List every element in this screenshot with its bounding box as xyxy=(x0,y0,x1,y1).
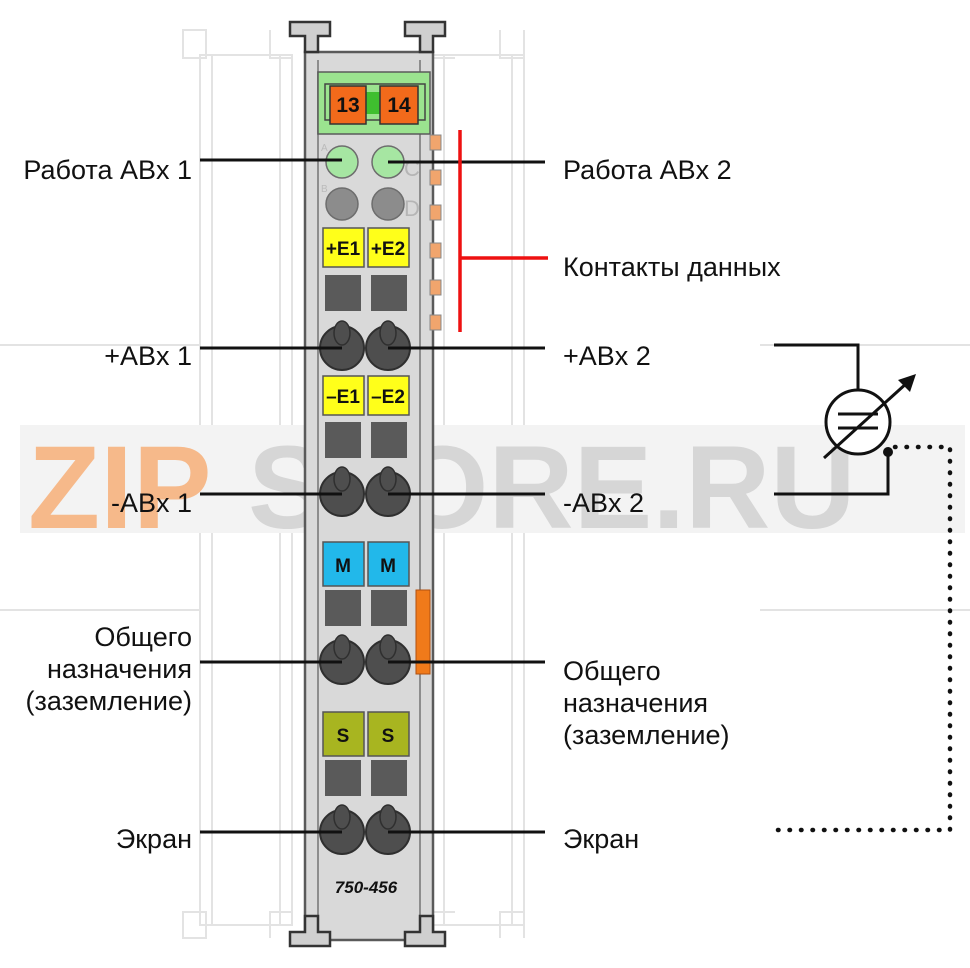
label-common-right-3: (заземление) xyxy=(563,720,730,750)
label-pos-ch2: +ABx 2 xyxy=(563,341,651,371)
release-slot-3b xyxy=(371,590,407,626)
terminal-14-label: 14 xyxy=(387,94,411,117)
led-letter-c: C xyxy=(404,156,420,181)
terminal-minus-e2: –E2 xyxy=(367,375,410,416)
terminal-plus-e1-label: +E1 xyxy=(326,239,361,260)
terminal-plus-e1: +E1 xyxy=(322,227,365,268)
label-status-ch1: Работа ABx 1 xyxy=(23,155,192,185)
watermark-zip: ZIP xyxy=(28,422,212,554)
sensor-arrow-icon xyxy=(898,374,916,392)
led-d xyxy=(371,187,405,221)
release-slot-4b xyxy=(371,760,407,796)
label-pos-ch1: +ABx 1 xyxy=(104,341,192,371)
top-terminal-13: 13 xyxy=(329,85,367,125)
terminal-m-1: M xyxy=(322,541,365,587)
terminal-m-2-label: M xyxy=(380,556,396,577)
data-contacts-bracket xyxy=(458,130,548,332)
terminal-minus-e1: –E1 xyxy=(322,375,365,416)
terminal-plus-e2: +E2 xyxy=(367,227,410,268)
label-common-right-1: Общего xyxy=(563,656,661,686)
led-letter-b: B xyxy=(321,184,328,195)
release-slot-3a xyxy=(325,590,361,626)
led-a xyxy=(325,145,359,179)
label-status-ch2: Работа ABx 2 xyxy=(563,155,732,185)
clamp-common-2 xyxy=(365,634,411,685)
label-common-left-3: (заземление) xyxy=(25,686,192,716)
side-power-contact xyxy=(415,589,431,675)
terminal-s-1: S xyxy=(322,711,365,757)
terminal-s-2: S xyxy=(367,711,410,757)
data-contact-pads xyxy=(429,134,442,331)
terminal-minus-e2-label: –E2 xyxy=(371,387,405,408)
release-slot-4a xyxy=(325,760,361,796)
label-shield-right: Экран xyxy=(563,824,639,854)
terminal-plus-e2-label: +E2 xyxy=(371,239,405,260)
model-number: 750-456 xyxy=(335,878,398,897)
label-shield-left: Экран xyxy=(116,824,192,854)
label-neg-ch1: -ABx 1 xyxy=(111,488,192,518)
terminal-minus-e1-label: –E1 xyxy=(326,387,360,408)
release-slot-2b xyxy=(371,422,407,458)
release-slot-1b xyxy=(371,275,407,311)
label-neg-ch2: -ABx 2 xyxy=(563,488,644,518)
led-letter-a: A xyxy=(321,143,328,154)
top-terminal-14: 14 xyxy=(379,85,419,125)
terminal-s-1-label: S xyxy=(337,726,350,747)
leader-lines xyxy=(200,158,545,834)
led-b xyxy=(325,187,359,221)
label-common-left-2: назначения xyxy=(47,654,192,684)
shield-junction-dot xyxy=(883,447,893,457)
terminal-m-2: M xyxy=(367,541,410,587)
label-common-left-1: Общего xyxy=(94,622,192,652)
terminal-s-2-label: S xyxy=(382,726,395,747)
sensor-symbol xyxy=(774,343,910,496)
release-slot-2a xyxy=(325,422,361,458)
release-slot-1a xyxy=(325,275,361,311)
terminal-m-1-label: M xyxy=(335,556,351,577)
terminal-13-label: 13 xyxy=(336,94,359,117)
led-letter-d: D xyxy=(404,196,420,221)
label-data-contacts: Контакты данных xyxy=(563,252,781,282)
label-common-right-2: назначения xyxy=(563,688,708,718)
